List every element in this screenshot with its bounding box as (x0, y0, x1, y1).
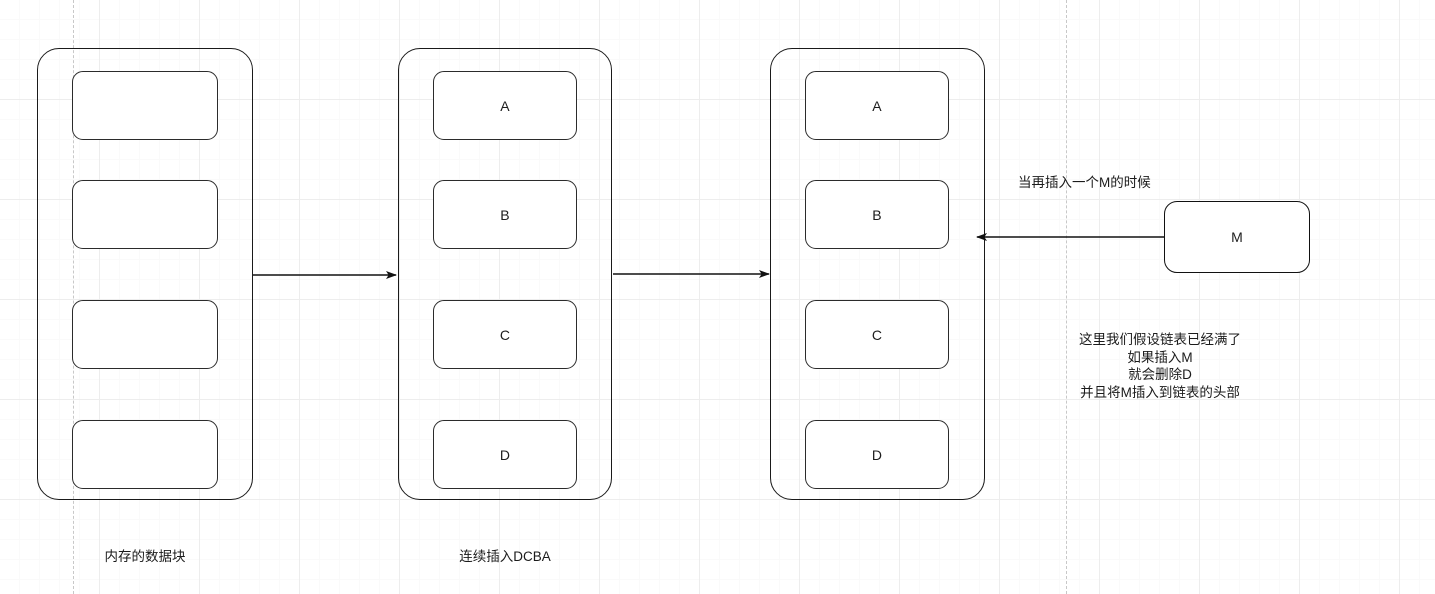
list-cell-a[interactable]: A (433, 71, 577, 140)
list-cell-c[interactable]: C (433, 300, 577, 369)
memory-cell-3[interactable] (72, 300, 218, 369)
full-cell-d[interactable]: D (805, 420, 949, 489)
annotation-eviction-explanation: 这里我们假设链表已经满了 如果插入M 就会删除D 并且将M插入到链表的头部 (1079, 331, 1241, 401)
eviction-line-2: 如果插入M (1127, 349, 1193, 365)
eviction-line-1: 这里我们假设链表已经满了 (1079, 332, 1241, 347)
node-m[interactable]: M (1164, 201, 1310, 273)
group-memory-blocks[interactable] (37, 48, 253, 500)
annotation-insert-m: 当再插入一个M的时候 (1018, 175, 1151, 190)
memory-cell-2[interactable] (72, 180, 218, 249)
memory-cell-1[interactable] (72, 71, 218, 140)
group-list-full[interactable] (770, 48, 985, 500)
list-cell-d[interactable]: D (433, 420, 577, 489)
eviction-line-3: 就会删除D (1128, 367, 1192, 382)
caption-memory-blocks: 内存的数据块 (104, 549, 186, 564)
full-cell-b[interactable]: B (805, 180, 949, 249)
full-cell-c[interactable]: C (805, 300, 949, 369)
group-inserted-dcba[interactable] (398, 48, 612, 500)
page-break-right (1066, 0, 1067, 594)
list-cell-b[interactable]: B (433, 180, 577, 249)
page-break-left (73, 0, 74, 594)
caption-inserted-dcba: 连续插入DCBA (459, 549, 551, 564)
full-cell-a[interactable]: A (805, 71, 949, 140)
eviction-line-4: 并且将M插入到链表的头部 (1080, 384, 1240, 400)
memory-cell-4[interactable] (72, 420, 218, 489)
